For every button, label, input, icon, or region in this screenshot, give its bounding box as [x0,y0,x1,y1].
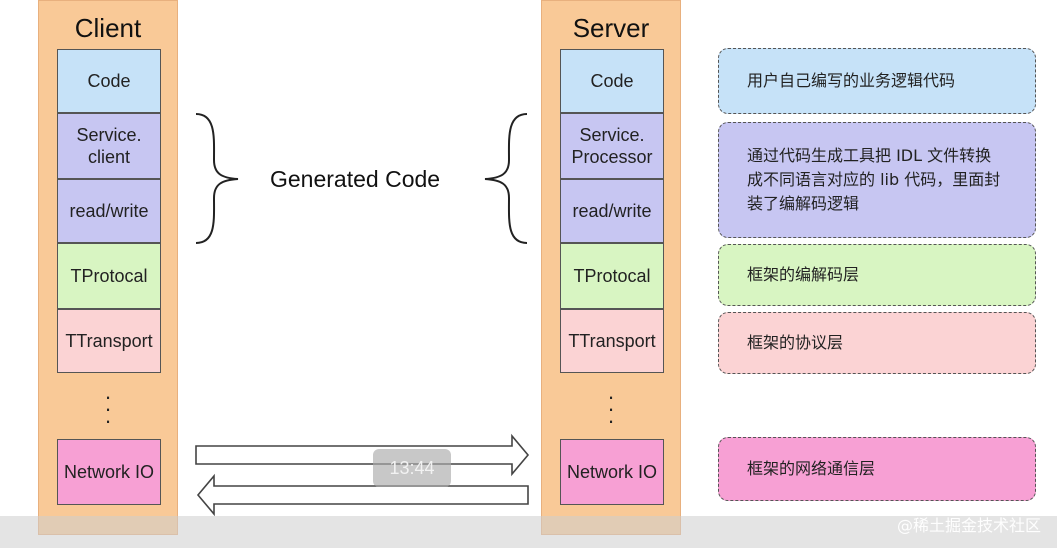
client-title: Client [74,13,142,43]
video-control-bar[interactable] [0,516,1057,548]
client-ellipsis: · · · [104,384,112,433]
server-column: Server Code Service. Processor read/writ… [541,0,681,535]
client-network-layer: Network IO [57,439,161,505]
server-protocol-layer: TProtocal [560,243,664,309]
response-arrow-icon [196,473,529,517]
server-transport-layer: TTransport [560,309,664,373]
server-title: Server [572,13,650,43]
generated-code-label: Generated Code [270,166,441,192]
desc-generated-code: 通过代码生成工具把 IDL 文件转换成不同语言对应的 lib 代码，里面封装了编… [718,122,1036,238]
client-column: Client Code Service. client read/write T… [38,0,178,535]
server-code-layer: Code [560,49,664,113]
server-ellipsis: · · · [607,384,615,433]
desc-network-layer: 框架的网络通信层 [718,437,1036,501]
watermark: @稀土掘金技术社区 [896,516,1041,535]
server-network-layer: Network IO [560,439,664,505]
request-arrow-icon [195,433,530,477]
video-timestamp: 13:44 [373,449,451,487]
left-brace-icon [195,113,239,244]
client-service-layer: Service. client [57,113,161,179]
right-brace-icon [484,113,528,244]
client-readwrite-layer: read/write [57,179,161,243]
server-readwrite-layer: read/write [560,179,664,243]
client-protocol-layer: TProtocal [57,243,161,309]
desc-business-code: 用户自己编写的业务逻辑代码 [718,48,1036,114]
client-transport-layer: TTransport [57,309,161,373]
desc-codec-layer: 框架的编解码层 [718,244,1036,306]
client-code-layer: Code [57,49,161,113]
desc-protocol-layer: 框架的协议层 [718,312,1036,374]
server-service-layer: Service. Processor [560,113,664,179]
